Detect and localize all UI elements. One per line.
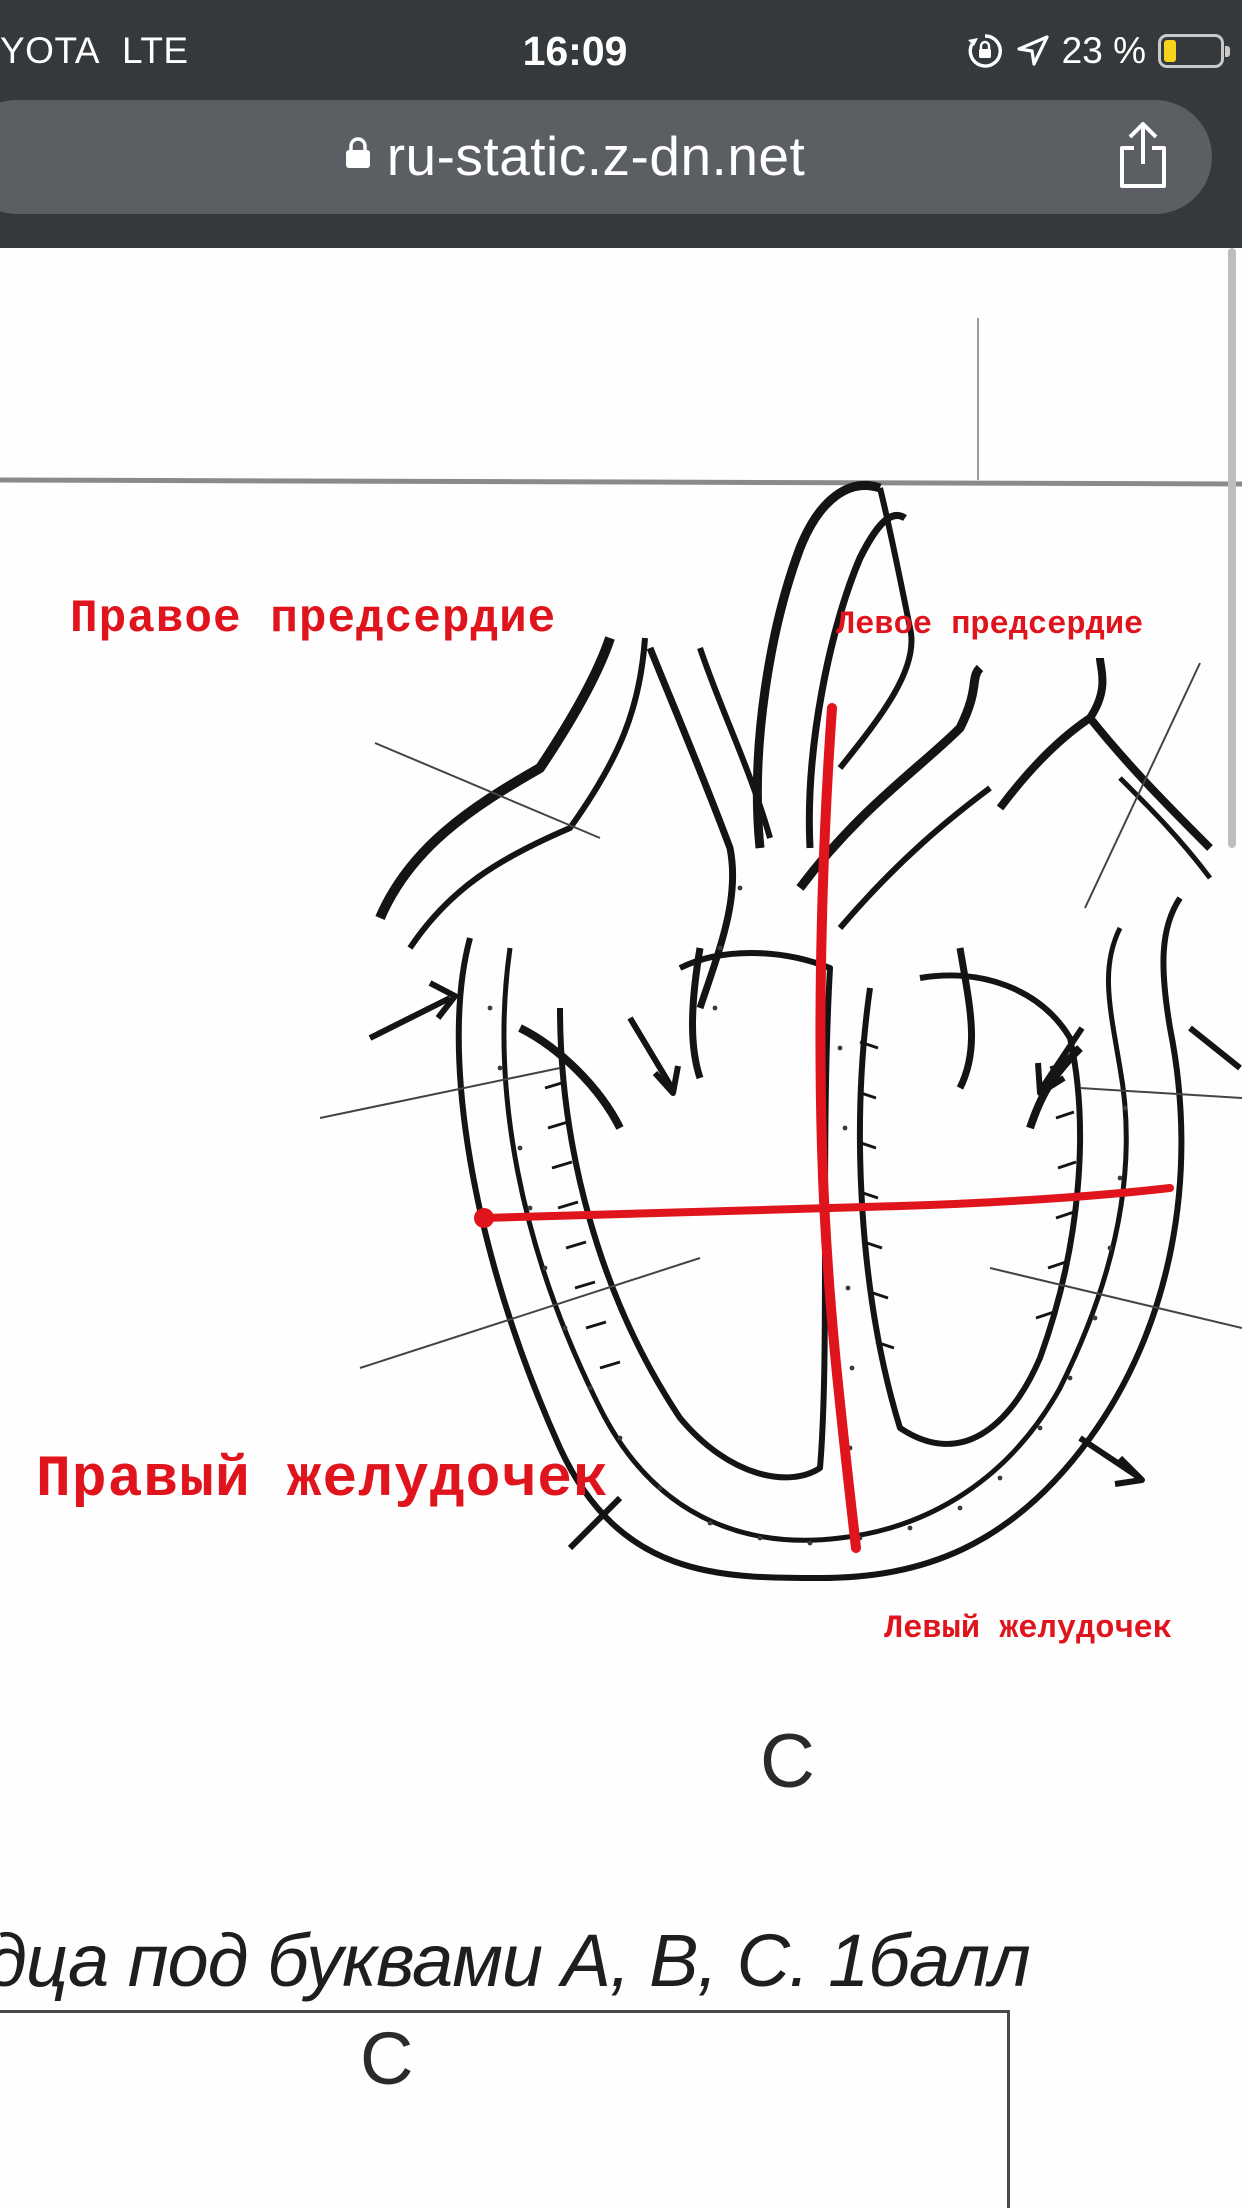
battery-percent: 23 % xyxy=(1061,30,1146,71)
battery-level xyxy=(1164,40,1177,62)
leader-lines xyxy=(319,662,1242,1369)
task-text: дца под буквами А, В, С. 1балл xyxy=(0,1919,1031,2002)
location-arrow-icon xyxy=(1017,35,1049,66)
answer-table xyxy=(0,2010,1010,2208)
red-vertical-line xyxy=(815,703,861,1553)
carrier-name: YOTA xyxy=(0,30,100,71)
network-type: LTE xyxy=(122,30,189,71)
carrier-info: YOTA LTE xyxy=(0,30,189,72)
browser-toolbar: ru-static.z-dn.net xyxy=(0,98,1242,248)
figure-letter: C xyxy=(760,1719,815,1804)
red-horizontal-line xyxy=(480,1184,1174,1222)
share-icon[interactable] xyxy=(1116,120,1170,190)
url-text: ru-static.z-dn.net xyxy=(386,125,806,187)
label-left-ventricle: Левый желудочек xyxy=(884,1610,1173,1647)
image-viewport[interactable]: Правое предсердие Левое предсердие Правы… xyxy=(0,248,1242,2208)
clock: 16:09 xyxy=(522,28,628,74)
label-left-atrium: Левое предсердие xyxy=(836,606,1144,643)
url-display[interactable]: ru-static.z-dn.net xyxy=(0,124,1150,188)
heart-illustration xyxy=(368,481,1242,1581)
page-rule-line xyxy=(0,477,1242,487)
red-annotation-lines xyxy=(474,703,1174,1553)
table-letter: C xyxy=(360,2017,414,2100)
rotation-lock-icon xyxy=(967,34,1002,68)
status-indicators: 23 % xyxy=(966,28,1230,74)
address-bar[interactable]: ru-static.z-dn.net xyxy=(0,100,1212,214)
label-right-ventricle: Правый желудочек xyxy=(36,1448,609,1513)
battery-icon xyxy=(1158,34,1230,68)
heart-diagram xyxy=(0,318,1242,1581)
scrollbar[interactable] xyxy=(1228,248,1236,848)
lock-icon xyxy=(345,137,370,168)
label-right-atrium: Правое предсердие xyxy=(70,593,557,645)
status-bar: YOTA LTE 16:09 23 % xyxy=(0,0,1242,98)
